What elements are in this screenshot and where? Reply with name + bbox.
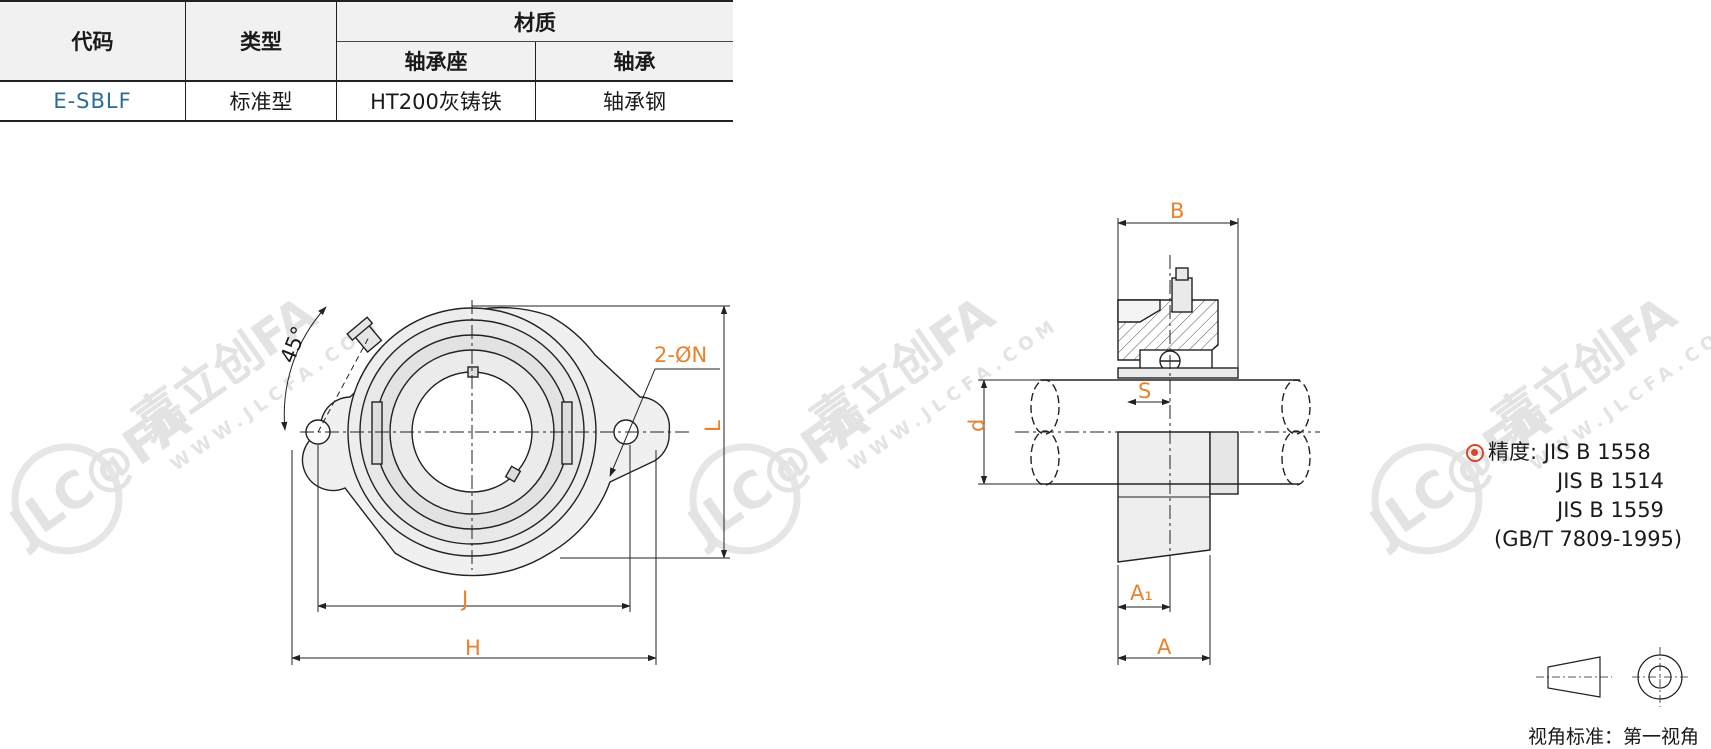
cell-type: 标准型 [185, 80, 337, 122]
precision-block: 精度: JIS B 1558 JIS B 1514 JIS B 1559 (GB… [1466, 438, 1682, 554]
side-dimensions [978, 218, 1239, 665]
dim-H: H [465, 636, 481, 660]
precision-standard: JIS B 1559 [1557, 498, 1664, 522]
first-angle-symbol [1536, 647, 1690, 707]
spec-table: 代码 类型 材质 轴承座 轴承 E-SBLF 标准型 HT200灰铸铁 轴承钢 [0, 0, 733, 122]
table-row: E-SBLF 标准型 HT200灰铸铁 轴承钢 [0, 80, 733, 122]
header-bearing: 轴承 [535, 41, 733, 81]
dim-S: S [1138, 379, 1151, 403]
header-material: 材质 [336, 0, 733, 42]
header-code: 代码 [0, 0, 186, 81]
precision-standard: JIS B 1558 [1543, 440, 1651, 464]
precision-label: 精度: [1488, 440, 1538, 464]
header-housing: 轴承座 [336, 41, 536, 81]
front-view [300, 300, 690, 577]
precision-standard: (GB/T 7809-1995) [1494, 527, 1683, 551]
front-dimensions [281, 305, 730, 665]
dim-L: L [701, 420, 725, 432]
dim-d: d [965, 419, 989, 432]
bullet-icon [1466, 444, 1484, 462]
cell-bearing-material: 轴承钢 [535, 80, 733, 122]
dim-A: A [1157, 635, 1172, 659]
precision-standard: JIS B 1514 [1557, 469, 1664, 493]
dim-J: J [460, 587, 468, 611]
cell-housing-material: HT200灰铸铁 [336, 80, 536, 122]
header-type: 类型 [185, 0, 337, 81]
side-view [1015, 255, 1320, 590]
cell-code: E-SBLF [0, 80, 186, 122]
dim-A1: A₁ [1130, 581, 1153, 605]
dim-B: B [1170, 199, 1184, 223]
dim-holes: 2-ØN [654, 343, 707, 367]
view-standard-label: 视角标准：第一视角 [1528, 726, 1700, 748]
